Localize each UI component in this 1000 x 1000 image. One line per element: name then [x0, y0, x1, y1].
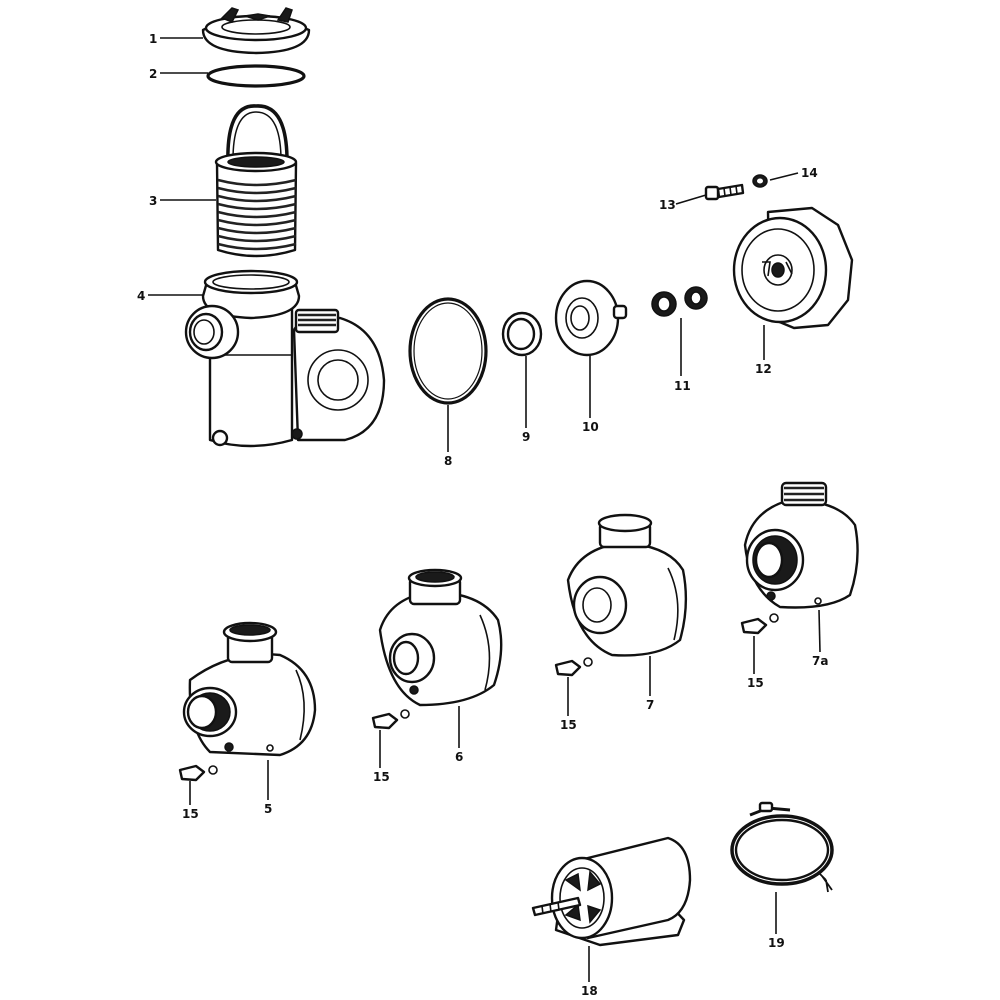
- callout-15-c: 15: [560, 718, 577, 732]
- part-6-housing-variant: [378, 568, 503, 707]
- part-5-housing-variant: [182, 621, 317, 757]
- callout-11: 11: [674, 379, 691, 393]
- part-8-housing-o-ring: [408, 297, 488, 405]
- callout-13: 13: [659, 198, 676, 212]
- part-7a-housing-variant: [743, 481, 859, 609]
- part-1-strainer-lid: [201, 7, 311, 55]
- callout-12: 12: [755, 362, 772, 376]
- part-11-shaft-seal: [651, 286, 708, 317]
- part-10-impeller: [554, 279, 628, 357]
- part-3-strainer-basket: [214, 104, 298, 258]
- part-15-drain-plug-c: [554, 657, 593, 677]
- callout-14: 14: [801, 166, 818, 180]
- callout-1: 1: [149, 32, 157, 46]
- part-2-lid-o-ring: [206, 64, 306, 88]
- callout-10: 10: [582, 420, 599, 434]
- callout-19: 19: [768, 936, 785, 950]
- part-19-power-cord: [730, 801, 834, 893]
- part-18-motor: [531, 836, 692, 947]
- callout-5: 5: [264, 802, 272, 816]
- callout-6: 6: [455, 750, 463, 764]
- part-15-drain-plug-d: [740, 613, 779, 635]
- callout-labels: 1 2 3 4 8 9 10 11 12 13 14 5 6 7 7a 15 1…: [137, 32, 828, 998]
- part-12-seal-plate: [732, 206, 854, 330]
- callout-18: 18: [581, 984, 598, 998]
- callout-15-b: 15: [373, 770, 390, 784]
- part-15-drain-plug-b: [371, 709, 410, 730]
- callout-4: 4: [137, 289, 145, 303]
- callout-3: 3: [149, 194, 157, 208]
- callout-15-d: 15: [747, 676, 764, 690]
- part-14-washer: [752, 174, 768, 188]
- callout-2: 2: [149, 67, 157, 81]
- leader-lines: [148, 37, 821, 982]
- callout-15-a: 15: [182, 807, 199, 821]
- part-15-drain-plug-a: [178, 764, 218, 782]
- callout-7a: 7a: [812, 654, 828, 668]
- callout-7: 7: [646, 698, 654, 712]
- callout-8: 8: [444, 454, 452, 468]
- part-13-bolt: [704, 183, 745, 201]
- callout-9: 9: [522, 430, 530, 444]
- part-4-pump-housing-strainer-pot: [184, 269, 386, 448]
- part-7-housing-variant: [566, 513, 688, 657]
- part-9-wear-ring: [501, 311, 543, 357]
